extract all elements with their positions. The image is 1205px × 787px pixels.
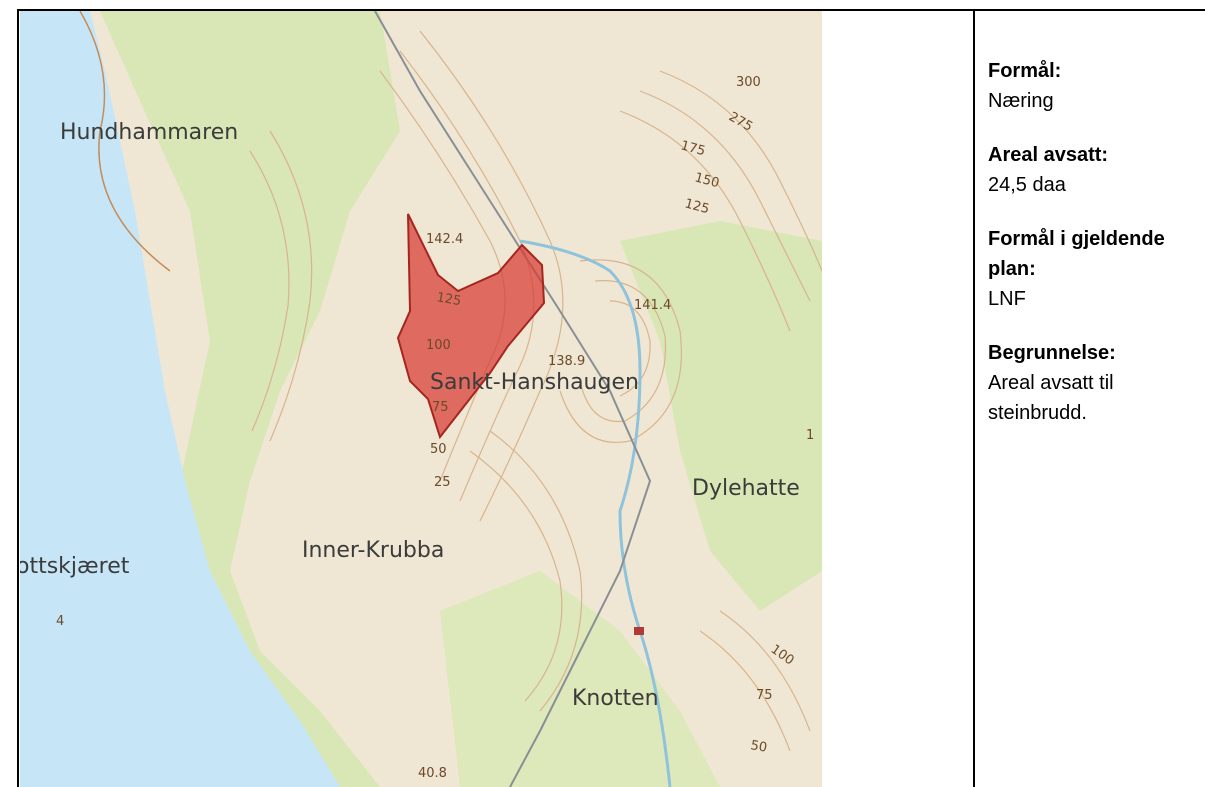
elevation-label: 138.9 — [548, 354, 585, 369]
elevation-label: 50 — [749, 738, 768, 756]
elevation-label: 125 — [683, 196, 711, 217]
forest-area-east — [620, 221, 822, 611]
topographic-map[interactable]: Hundhammaren Sankt-Hanshaugen Inner-Krub… — [20, 11, 822, 787]
contour-lines — [249, 30, 822, 752]
elevation-label: 100 — [426, 338, 451, 353]
boundary-line — [79, 11, 171, 272]
current-plan-title: Formål i gjeldende plan: — [988, 228, 1165, 280]
elevation-label: 141.4 — [634, 298, 671, 313]
elevation-label: 50 — [430, 442, 447, 457]
table-border-top — [17, 9, 1205, 11]
planned-area-polygon[interactable] — [396, 213, 546, 440]
elevation-label: 75 — [756, 688, 773, 703]
map-cell: Hundhammaren Sankt-Hanshaugen Inner-Krub… — [20, 11, 822, 787]
road-line — [374, 11, 652, 787]
info-cell: Formål: Næring Areal avsatt: 24,5 daa Fo… — [988, 56, 1198, 452]
purpose-title: Formål: — [988, 60, 1062, 82]
purpose-block: Formål: Næring — [988, 56, 1198, 116]
elevation-label: 4 — [56, 614, 64, 629]
elevation-label: 1 — [806, 428, 814, 443]
justification-title: Begrunnelse: — [988, 342, 1116, 364]
elevation-label: 142.4 — [426, 232, 463, 247]
current-plan-block: Formål i gjeldende plan: LNF — [988, 224, 1198, 314]
place-knotten: Knotten — [572, 686, 659, 711]
justification-block: Begrunnelse: Areal avsatt til steinbrudd… — [988, 338, 1198, 428]
place-ottskjaeret: ottskjæret — [20, 554, 130, 579]
elevation-label: 150 — [693, 170, 721, 191]
elevation-label: 300 — [736, 75, 761, 90]
water-fjord — [20, 11, 340, 787]
elevation-label: 25 — [434, 475, 451, 490]
elevation-label: 75 — [432, 400, 449, 415]
table-border-middle — [973, 9, 975, 787]
place-sankt-hanshaugen: Sankt-Hanshaugen — [430, 370, 639, 395]
elevation-label: 40.8 — [418, 766, 447, 781]
purpose-value: Næring — [988, 90, 1054, 112]
place-inner-krubba: Inner-Krubba — [302, 538, 444, 563]
current-plan-value: LNF — [988, 288, 1026, 310]
area-value: 24,5 daa — [988, 174, 1066, 196]
table-border-left — [17, 9, 19, 787]
place-dylehatte: Dylehatte — [692, 476, 800, 501]
area-title: Areal avsatt: — [988, 144, 1109, 166]
place-hundhammaren: Hundhammaren — [60, 120, 238, 145]
justification-value: Areal avsatt til steinbrudd. — [988, 372, 1114, 424]
forest-area-south — [440, 571, 720, 787]
building-marker — [634, 627, 644, 635]
elevation-label: 175 — [679, 138, 707, 159]
area-block: Areal avsatt: 24,5 daa — [988, 140, 1198, 200]
river — [519, 239, 672, 787]
elevation-label: 125 — [435, 290, 462, 309]
